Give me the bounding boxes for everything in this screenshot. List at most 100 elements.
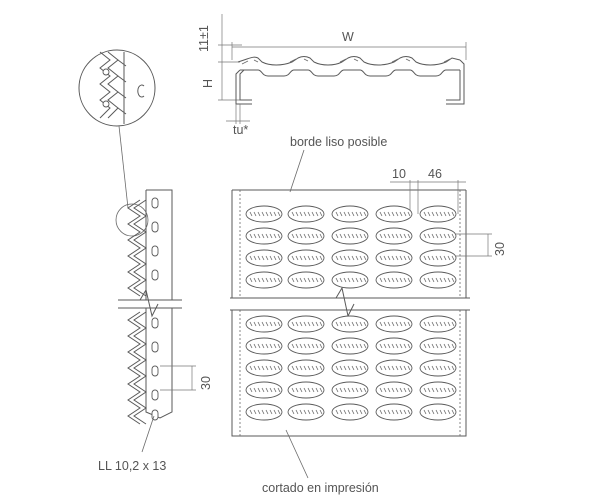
slot-serration: [249, 233, 281, 239]
slot-opening: [375, 205, 413, 223]
slot-serration: [291, 365, 323, 371]
slot-opening: [245, 205, 283, 223]
slot-opening: [419, 359, 457, 377]
slot-serration: [249, 343, 281, 349]
dim-10-label: 10: [392, 167, 406, 181]
edge-note-label: borde liso posible: [290, 135, 387, 149]
slot-serration: [335, 321, 367, 327]
slot-serration: [335, 211, 367, 217]
dim-tu-label: tu*: [233, 123, 248, 137]
slot-opening: [419, 249, 457, 267]
slot-opening: [331, 403, 369, 421]
slot-opening: [287, 315, 325, 333]
slot-opening: [419, 337, 457, 355]
slot-opening: [245, 403, 283, 421]
slot-serration: [249, 321, 281, 327]
slot-opening: [287, 359, 325, 377]
plan-view: [230, 149, 492, 479]
slot-serration: [379, 343, 411, 349]
slot-serration: [379, 277, 411, 283]
slot-serration: [291, 233, 323, 239]
slot-serration: [423, 365, 455, 371]
slot-opening: [245, 359, 283, 377]
slot-serration: [423, 255, 455, 261]
slot-opening: [375, 403, 413, 421]
slot-opening: [331, 337, 369, 355]
slot-serration: [423, 233, 455, 239]
slot-opening: [375, 315, 413, 333]
slot-serration: [335, 233, 367, 239]
slot-serration: [291, 321, 323, 327]
slot-serration: [249, 409, 281, 415]
slot-opening: [375, 249, 413, 267]
slot-opening: [331, 359, 369, 377]
slot-opening: [287, 271, 325, 289]
slot-serration: [379, 387, 411, 393]
dim-30-left-label: 30: [199, 376, 213, 390]
slot-opening: [287, 227, 325, 245]
slot-serration: [335, 343, 367, 349]
slot-serration: [291, 409, 323, 415]
slot-opening: [331, 381, 369, 399]
slot-opening: [245, 381, 283, 399]
cut-note-label: cortado en impresión: [262, 481, 379, 495]
slot-serration: [249, 277, 281, 283]
dim-thickness-label: 11±1: [197, 25, 211, 52]
profile-view: [218, 14, 467, 124]
slot-serration: [249, 365, 281, 371]
slot-size-label: LL 10,2 x 13: [98, 459, 166, 473]
slot-opening: [419, 205, 457, 223]
dim-46-label: 46: [428, 167, 442, 181]
slot-opening: [245, 337, 283, 355]
slot-opening: [245, 227, 283, 245]
slot-opening: [375, 381, 413, 399]
slots-grid: [245, 205, 457, 421]
slot-serration: [423, 343, 455, 349]
slot-serration: [423, 409, 455, 415]
dim-30-right-label: 30: [493, 242, 507, 256]
slot-serration: [291, 343, 323, 349]
slot-opening: [331, 227, 369, 245]
detail-circle: [78, 49, 156, 209]
slot-serration: [379, 409, 411, 415]
slot-opening: [331, 315, 369, 333]
slot-serration: [249, 255, 281, 261]
slot-opening: [375, 227, 413, 245]
slot-serration: [379, 211, 411, 217]
slot-opening: [331, 271, 369, 289]
slot-serration: [291, 255, 323, 261]
slot-serration: [423, 387, 455, 393]
slot-opening: [287, 381, 325, 399]
slot-serration: [335, 277, 367, 283]
slot-opening: [331, 205, 369, 223]
side-view: [115, 189, 196, 453]
slot-serration: [291, 387, 323, 393]
slot-serration: [423, 321, 455, 327]
slot-serration: [335, 409, 367, 415]
slot-serration: [379, 233, 411, 239]
dim-w-label: W: [342, 30, 354, 44]
slot-opening: [375, 271, 413, 289]
slot-opening: [419, 403, 457, 421]
slot-opening: [419, 381, 457, 399]
slot-serration: [423, 277, 455, 283]
dim-h-label: H: [201, 79, 215, 88]
slot-opening: [419, 271, 457, 289]
slot-serration: [249, 211, 281, 217]
slot-opening: [331, 249, 369, 267]
slot-serration: [291, 277, 323, 283]
slot-opening: [375, 359, 413, 377]
slot-serration: [379, 255, 411, 261]
slot-opening: [287, 403, 325, 421]
slot-opening: [375, 337, 413, 355]
slot-opening: [245, 249, 283, 267]
slot-opening: [287, 249, 325, 267]
slot-serration: [335, 387, 367, 393]
slot-opening: [245, 315, 283, 333]
slot-opening: [419, 227, 457, 245]
slot-opening: [419, 315, 457, 333]
slot-serration: [379, 365, 411, 371]
slot-serration: [335, 255, 367, 261]
